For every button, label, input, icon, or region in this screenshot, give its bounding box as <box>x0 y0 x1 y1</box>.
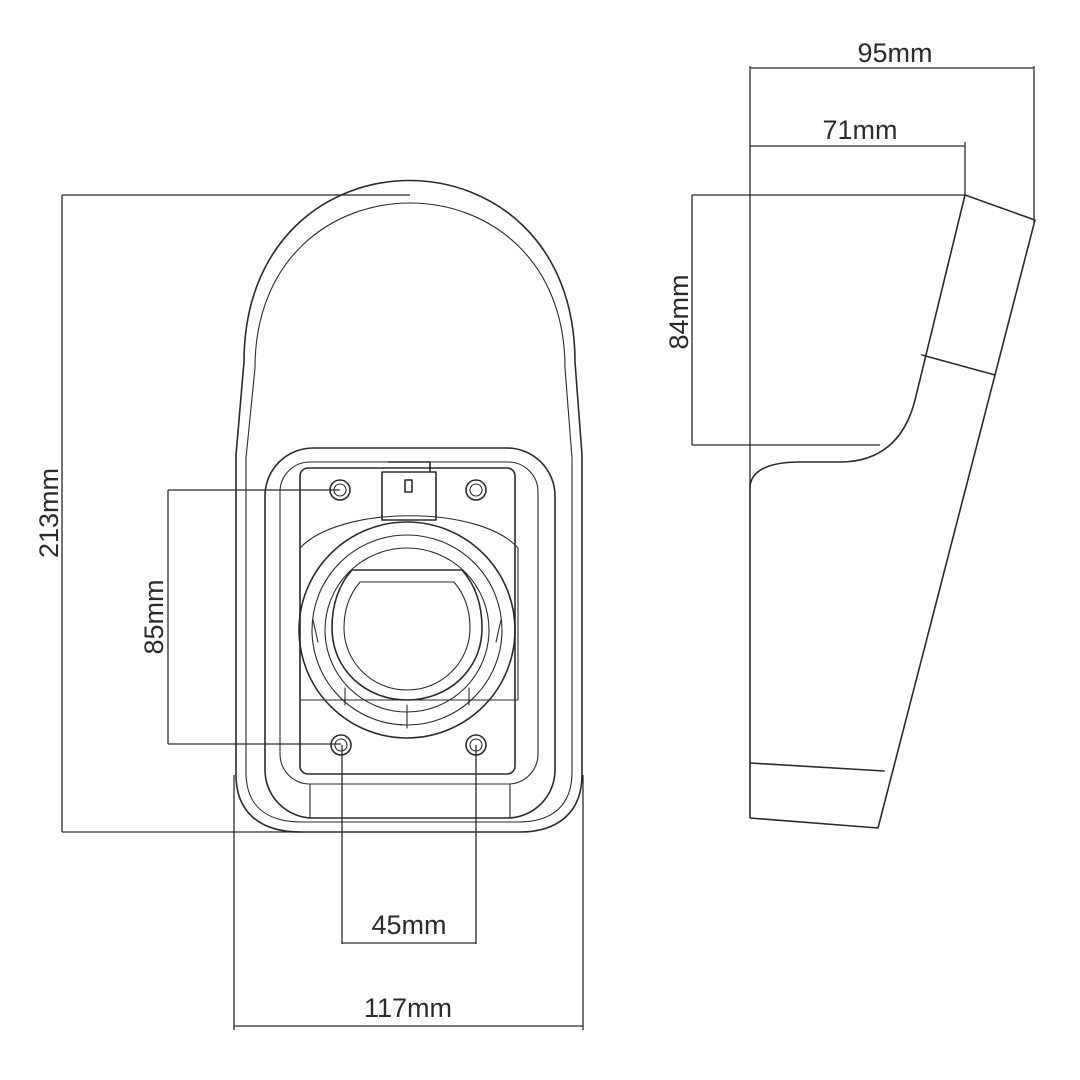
bottom-lip <box>309 783 511 819</box>
socket-plate-inner <box>279 461 539 785</box>
housing-outline <box>235 179 583 833</box>
dimension-85mm: 85mm <box>139 489 341 745</box>
dimension-95mm: 95mm <box>749 38 1035 488</box>
side-view <box>749 194 1036 829</box>
dimension-label-117mm: 117mm <box>364 993 452 1023</box>
dimension-45mm: 45mm <box>341 745 477 944</box>
side-hood-joint <box>921 354 996 376</box>
socket-face <box>331 569 483 701</box>
dimension-label-213mm: 213mm <box>34 468 64 558</box>
dimension-label-84mm: 84mm <box>664 274 694 349</box>
mounting-hole-bottom-left <box>330 734 352 756</box>
socket-ring-middle <box>311 534 503 726</box>
socket-collar <box>299 515 519 701</box>
socket-notches <box>312 619 502 729</box>
front-view <box>235 179 583 833</box>
dimension-label-95mm: 95mm <box>857 38 932 68</box>
dimension-117mm: 117mm <box>233 775 584 1030</box>
dimension-213mm: 213mm <box>34 194 410 833</box>
dimension-label-85mm: 85mm <box>139 579 169 654</box>
dimension-label-45mm: 45mm <box>371 910 446 940</box>
socket-ring-outer <box>298 521 516 739</box>
side-profile <box>749 194 1036 829</box>
dimension-84mm: 84mm <box>664 194 965 446</box>
latch-tab <box>381 461 437 521</box>
dimension-71mm: 71mm <box>750 115 966 195</box>
socket-plate-frame <box>264 447 556 819</box>
hood-arch <box>245 202 573 823</box>
dimension-label-71mm-text: 71mm <box>822 115 897 145</box>
side-base-joint <box>749 762 885 772</box>
mounting-hole-top-right <box>465 479 487 501</box>
socket-face-inner <box>343 581 471 691</box>
